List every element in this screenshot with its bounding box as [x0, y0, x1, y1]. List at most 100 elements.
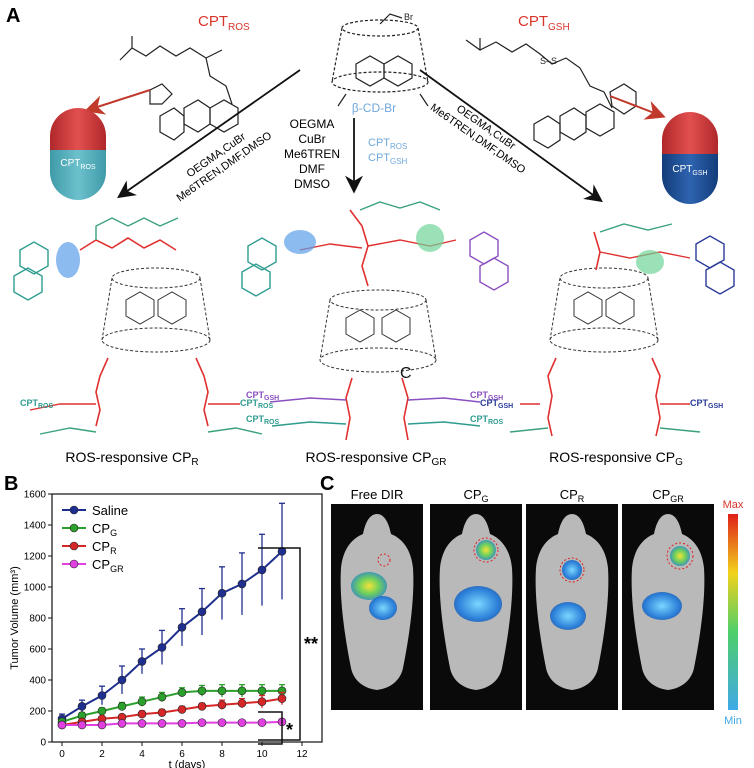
data-point: [257, 718, 267, 727]
data-point: [97, 720, 107, 730]
data-point: [217, 686, 227, 696]
data-point: [117, 702, 127, 711]
data-point: [157, 708, 167, 717]
svg-text:Br: Br: [404, 12, 413, 22]
data-point: [237, 686, 247, 696]
svg-text:CPTROS: CPTROS: [20, 398, 54, 410]
data-point: [217, 588, 227, 598]
legend-marker: [69, 559, 79, 569]
x-tick-label: 6: [179, 749, 185, 760]
svg-text:CPTROS: CPTROS: [240, 398, 274, 410]
panel-c-letter: C: [320, 473, 334, 495]
mouse-image-cpg: [430, 504, 522, 710]
capsule-cpt-ros: CPTROS: [50, 108, 106, 200]
mouse-label-free-dir: Free DIR: [351, 487, 404, 502]
data-point: [257, 686, 267, 696]
panel-a-letter: A: [6, 5, 20, 27]
series-line: [62, 720, 283, 726]
data-point: [177, 719, 187, 728]
data-point: [277, 694, 287, 703]
center-reagents: OEGMA CuBr Me6TREN DMF DMSO: [284, 117, 340, 191]
mouse-image-free-dir: [331, 504, 423, 710]
svg-text:CPTGSH: CPTGSH: [470, 390, 503, 402]
y-tick-label: 0: [40, 738, 46, 749]
data-point: [157, 719, 167, 728]
data-point: [257, 697, 267, 707]
x-tick-label: 2: [99, 749, 105, 760]
data-point: [237, 718, 247, 727]
center-monomers: CPTROS CPTGSH: [368, 137, 408, 166]
significance-brackets: [258, 547, 301, 745]
heat-scale-min: Min: [724, 715, 742, 727]
y-tick-label: 200: [29, 707, 46, 718]
arrow-to-cpr: [117, 69, 301, 199]
y-tick-label: 1600: [24, 490, 47, 501]
right-arrow-conditions: OEGMA,CuBr Me6TREN,DMF,DMSO: [428, 102, 528, 177]
mouse-label-cpg: CPG: [463, 487, 488, 504]
svg-text:CPTGSH: CPTGSH: [480, 398, 513, 410]
data-point: [137, 709, 147, 719]
data-point: [237, 698, 247, 708]
arrow-to-capsule-right: [609, 95, 666, 120]
y-tick-label: 1400: [24, 521, 47, 532]
svg-text:CPTGSH: CPTGSH: [690, 398, 723, 410]
heat-scale-bar: [728, 514, 738, 710]
svg-text:CPTROS: CPTROS: [470, 414, 504, 426]
data-point: [77, 720, 87, 730]
data-point: [157, 643, 167, 652]
series-line: [61, 550, 283, 720]
y-tick-label: 800: [29, 614, 46, 625]
data-point: [257, 565, 267, 575]
y-tick-label: 400: [29, 676, 46, 687]
legend-marker: [69, 523, 79, 533]
heat-scale-max: Max: [723, 499, 744, 511]
data-point: [137, 697, 147, 707]
data-point: [157, 692, 167, 702]
data-point: [177, 622, 187, 632]
cpt-gsh-monomer-structure: S–S: [465, 38, 637, 149]
legend-label: CPR: [92, 539, 117, 556]
mouse-image-cpr: [526, 504, 618, 710]
panel-b-letter: B: [4, 473, 18, 495]
data-point: [217, 700, 227, 710]
data-point: [197, 702, 207, 711]
svg-text:CPTROS: CPTROS: [246, 414, 280, 426]
svg-text:Me6TREN: Me6TREN: [284, 147, 340, 161]
capsule-left-label: CPTROS: [60, 158, 96, 171]
data-point: [77, 702, 87, 711]
data-point: [197, 718, 207, 727]
panel-c: C Free DIR CPG CPR CPGR: [320, 473, 744, 727]
caption-cpgr: ROS-responsive CPGR: [305, 449, 446, 468]
svg-text:DMF: DMF: [299, 162, 325, 176]
arrow-to-capsule-left: [84, 89, 151, 115]
data-point: [217, 718, 227, 727]
mid-annotation: C: [400, 365, 412, 382]
y-tick-label: 1200: [24, 552, 47, 563]
x-tick-label: 4: [139, 749, 145, 760]
legend-label: CPGR: [92, 557, 124, 574]
data-point: [137, 719, 147, 728]
data-point: [177, 705, 187, 714]
data-point: [97, 706, 107, 716]
data-point: [197, 607, 207, 617]
x-tick-label: 10: [256, 749, 268, 760]
mouse-label-cpgr: CPGR: [652, 487, 684, 504]
legend-label: Saline: [92, 503, 128, 518]
data-point: [117, 675, 127, 685]
data-point: [97, 691, 107, 700]
y-tick-label: 1000: [24, 583, 47, 594]
svg-text:CPTGSH: CPTGSH: [246, 390, 279, 402]
arrow-to-cpg: [419, 69, 603, 203]
y-tick-label: 600: [29, 645, 46, 656]
structure-cpg: CPTGSH CPTGSH: [480, 223, 735, 437]
y-axis-label: Tumor Volume (mm³): [9, 566, 21, 670]
legend-marker: [69, 505, 79, 515]
cpt-ros-title: CPTROS: [198, 13, 250, 33]
svg-text:CuBr: CuBr: [298, 132, 325, 146]
beta-cd-br-label: β-CD-Br: [352, 101, 396, 115]
cpt-gsh-title: CPTGSH: [518, 13, 570, 33]
svg-text:CPTGSH: CPTGSH: [368, 152, 408, 166]
data-point: [137, 657, 147, 666]
beta-cd-br-structure: Br: [331, 12, 429, 107]
structure-cpr: CPTROS CPTROS: [13, 217, 274, 435]
